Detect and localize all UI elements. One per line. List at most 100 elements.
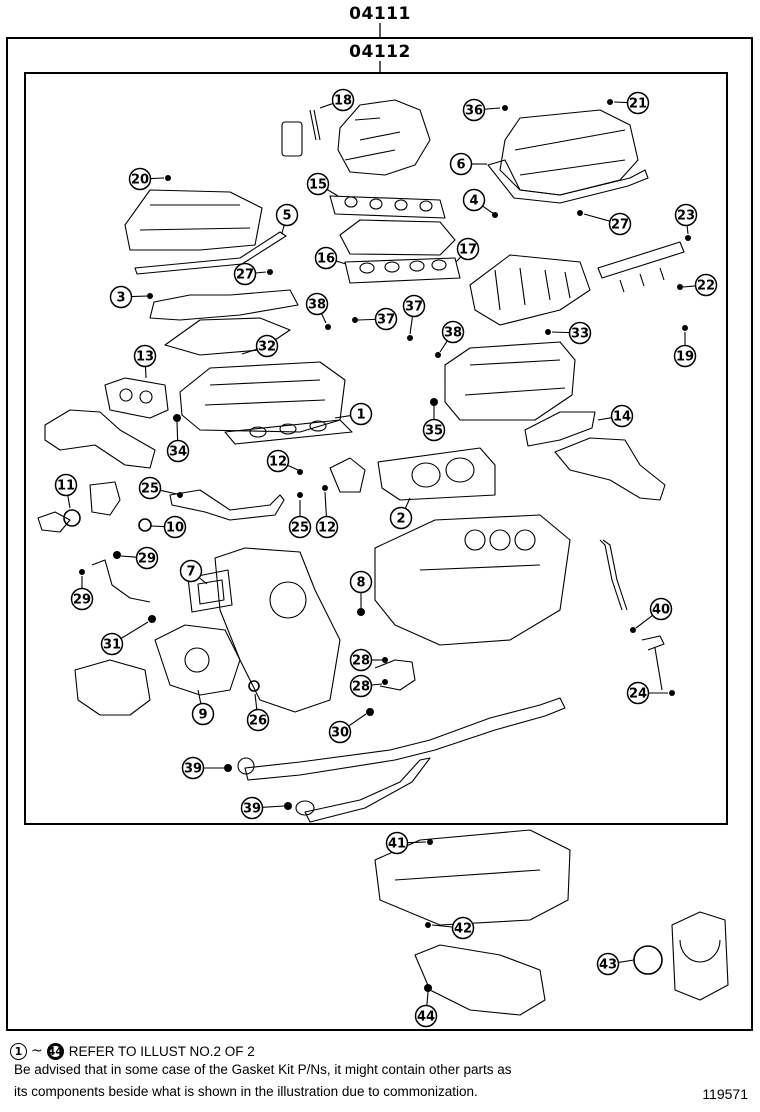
callout-circle-26 — [246, 708, 270, 732]
callout-leader-16 — [335, 260, 347, 265]
callout-leader-42 — [431, 924, 453, 928]
callout-circle-38b — [441, 320, 465, 344]
callout-23: 23 — [674, 203, 698, 235]
callout-label-5: 5 — [282, 209, 291, 224]
callout-label-14: 14 — [613, 410, 631, 425]
washer-22-dot — [677, 284, 683, 290]
callout-label-28b: 28 — [352, 680, 370, 695]
refer-tilde: ~ — [31, 1043, 43, 1059]
callout-label-6: 6 — [456, 158, 465, 173]
callout-label-44: 44 — [417, 1010, 435, 1025]
callout-leader-27b — [255, 271, 267, 274]
callout-1: 1 — [334, 402, 373, 426]
callout-leader-22 — [682, 285, 696, 288]
figure-number: 119571 — [702, 1086, 748, 1102]
callout-leader-23 — [686, 225, 689, 235]
callout-leader-44 — [426, 991, 429, 1006]
callout-31: 31 — [100, 621, 149, 656]
callout-circle-1 — [349, 402, 373, 426]
callout-label-13: 13 — [136, 350, 154, 365]
callout-label-42: 42 — [454, 922, 472, 937]
fuel-rail-right-drawing — [597, 241, 685, 293]
oil-pan-lower-drawing — [414, 944, 546, 1016]
callout-leader-28b — [371, 683, 383, 686]
water-pump-gasket-drawing — [154, 624, 241, 696]
exhaust-pipe-drawing — [244, 697, 566, 823]
washer-35-dot — [430, 398, 438, 406]
callout-7: 7 — [179, 559, 208, 585]
callout-12: 12 — [266, 449, 299, 473]
callout-34: 34 — [166, 421, 190, 463]
intake-gasket-15-drawing — [329, 195, 446, 219]
callout-14: 14 — [597, 404, 634, 428]
callout-label-37b: 37 — [405, 300, 423, 315]
callout-circle-12b — [315, 515, 339, 539]
callout-label-35: 35 — [425, 424, 443, 439]
oil-hose-drawing — [641, 635, 665, 691]
callout-circle-5 — [275, 203, 299, 227]
note-line-1: Be advised that in some case of the Gask… — [14, 1062, 512, 1077]
exhaust-pipe-flange-39a-drawing — [237, 757, 255, 775]
seal-10-ring — [138, 518, 152, 532]
callout-leader-18 — [319, 102, 334, 109]
callout-leader-1 — [334, 415, 351, 419]
callout-label-30: 30 — [331, 726, 349, 741]
valve-cover-left-drawing — [124, 189, 263, 251]
callout-leader-32 — [241, 348, 258, 355]
callout-circle-36 — [462, 98, 486, 122]
callout-circle-7 — [179, 559, 203, 583]
callout-circle-9 — [191, 702, 215, 726]
callout-label-3: 3 — [116, 291, 125, 306]
callout-36: 36 — [462, 98, 501, 122]
callout-circle-2 — [389, 506, 413, 530]
callout-leader-10 — [150, 525, 165, 528]
callout-circle-34 — [166, 439, 190, 463]
callout-27b: 27 — [233, 262, 267, 286]
callout-44: 44 — [414, 991, 438, 1028]
callout-label-20: 20 — [131, 173, 149, 188]
callout-circle-29 — [135, 546, 159, 570]
callout-leader-27 — [583, 213, 611, 222]
callout-label-19: 19 — [676, 350, 694, 365]
callout-circle-12 — [266, 449, 290, 473]
callout-circle-29b — [70, 587, 94, 611]
callout-17: 17 — [455, 237, 480, 263]
callout-32: 32 — [241, 334, 279, 358]
callout-leader-13 — [144, 366, 147, 379]
callout-label-1: 1 — [356, 408, 365, 423]
washer-33-dot — [545, 329, 551, 335]
callout-leader-2 — [404, 497, 411, 509]
washer-25b-dot — [297, 492, 303, 498]
exhaust-manifold-left-drawing — [44, 409, 156, 469]
callout-leader-21 — [613, 101, 628, 104]
callout-circle-17 — [456, 237, 480, 261]
callout-19: 19 — [673, 332, 697, 368]
callout-18: 18 — [319, 88, 355, 112]
washer-37a-dot — [352, 317, 358, 323]
note-line-2: its components beside what is shown in t… — [14, 1084, 478, 1099]
callout-circle-14 — [610, 404, 634, 428]
callout-circle-13 — [133, 344, 157, 368]
washer-31-dot — [148, 615, 156, 623]
washer-27a-dot — [577, 210, 583, 216]
callout-leader-41 — [407, 841, 427, 844]
callout-leader-43 — [618, 959, 635, 963]
callout-label-26: 26 — [249, 714, 267, 729]
callout-label-40: 40 — [652, 603, 670, 618]
dipstick-tube-drawing — [599, 539, 628, 611]
callout-circle-16 — [314, 246, 338, 270]
callout-29: 29 — [120, 546, 159, 570]
callout-leader-7 — [198, 577, 208, 585]
refer-from-callout: 1 — [10, 1042, 27, 1060]
washer-3-dot — [147, 293, 153, 299]
callout-10: 10 — [150, 515, 187, 539]
callout-22: 22 — [682, 273, 718, 297]
callout-29b: 29 — [70, 576, 94, 611]
exhaust-pipe-flange-39b-drawing — [295, 800, 315, 816]
callout-circle-38 — [305, 292, 329, 316]
callout-label-32: 32 — [258, 340, 276, 355]
callout-label-31: 31 — [103, 638, 121, 653]
callout-circle-27 — [608, 212, 632, 236]
oil-pump-drawing — [74, 659, 151, 716]
washer-37b-dot — [407, 335, 413, 341]
